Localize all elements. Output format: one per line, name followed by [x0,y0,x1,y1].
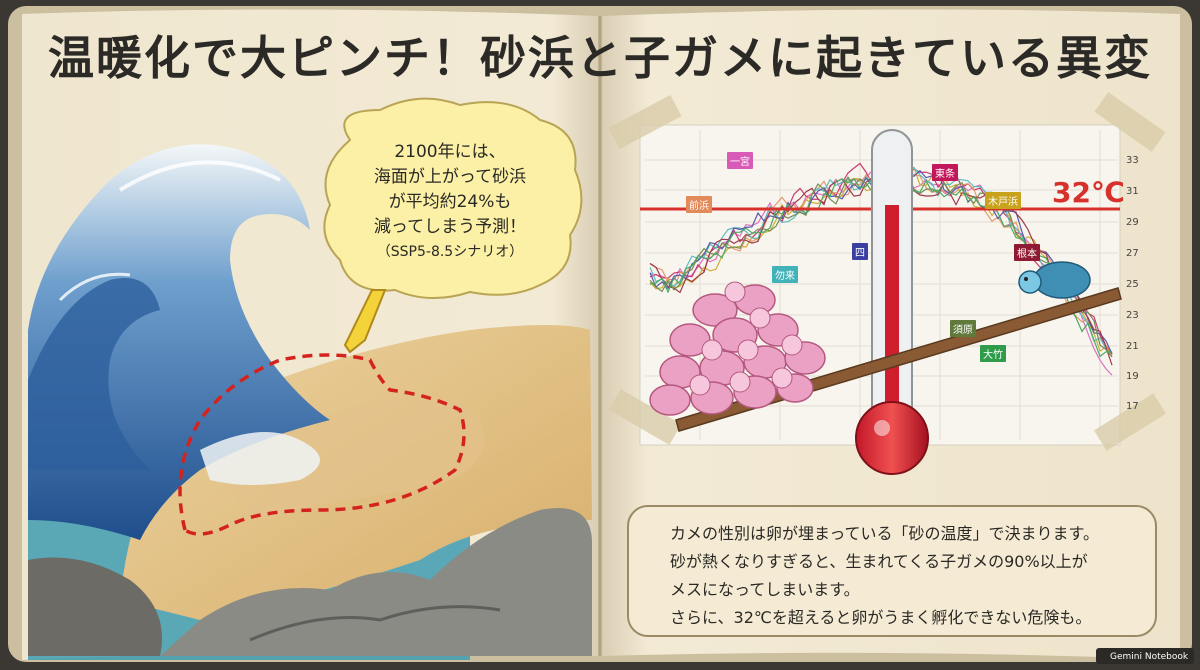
callout-line: 減ってしまう予測！ [373,217,527,237]
info-box [627,505,1157,637]
page-title: 温暖化で大ピンチ！砂浜と子ガメに起きている異変 [48,31,1152,85]
callout-bubble [323,97,583,300]
location-label-suhara: 須原 [950,320,976,337]
callout-line: 2100年には、 [394,142,506,162]
info-line: 砂が熱くなりすぎると、生まれてくる子ガメの90%以上が [670,552,1088,571]
location-label-nemoto: 根本 [1014,244,1040,261]
callout-note: （SSP5-8.5シナリオ） [376,244,524,260]
y-tick: 33 [1126,155,1139,166]
location-label-tojo: 東条 [932,164,958,181]
threshold-label: 32℃ [1052,176,1125,209]
info-line: さらに、32℃を超えると卵がうまく孵化できない危険も。 [670,608,1092,627]
y-tick: 29 [1126,217,1139,228]
y-tick: 31 [1126,186,1139,197]
callout-line: 海面が上がって砂浜 [373,167,527,187]
location-label-ichinomiya: 一宮 [727,152,753,169]
male-hatchling [1018,261,1091,299]
location-label-nakoso: 勿来 [772,266,798,283]
rocks [160,508,592,656]
location-label-kidohama: 木戸浜 [985,192,1021,209]
location-label-shi: 四 [852,243,868,260]
y-tick: 17 [1126,401,1139,412]
info-line: メスになってしまいます。 [670,580,860,599]
location-label-maehama: 前浜 [686,196,712,213]
y-tick: 23 [1126,310,1139,321]
location-label-otake: 大竹 [980,345,1006,362]
brand-label: Gemini Notebook [1110,652,1189,662]
y-tick: 25 [1126,279,1139,290]
beach-loss-outline [178,353,466,536]
y-tick: 19 [1126,371,1139,382]
info-text: カメの性別は卵が埋まっている「砂の温度」で決まります。 砂が熱くなりすぎると、生… [630,508,1160,636]
info-line: カメの性別は卵が埋まっている「砂の温度」で決まります。 [670,524,1099,543]
callout-arrow [343,289,387,354]
y-tick: 21 [1126,341,1139,352]
callout-line: が平均約24%も [388,192,512,212]
callout-text: 2100年には、 海面が上がって砂浜 が平均約24%も 減ってしまう予測！ （S… [340,140,560,265]
y-tick: 27 [1126,248,1139,259]
